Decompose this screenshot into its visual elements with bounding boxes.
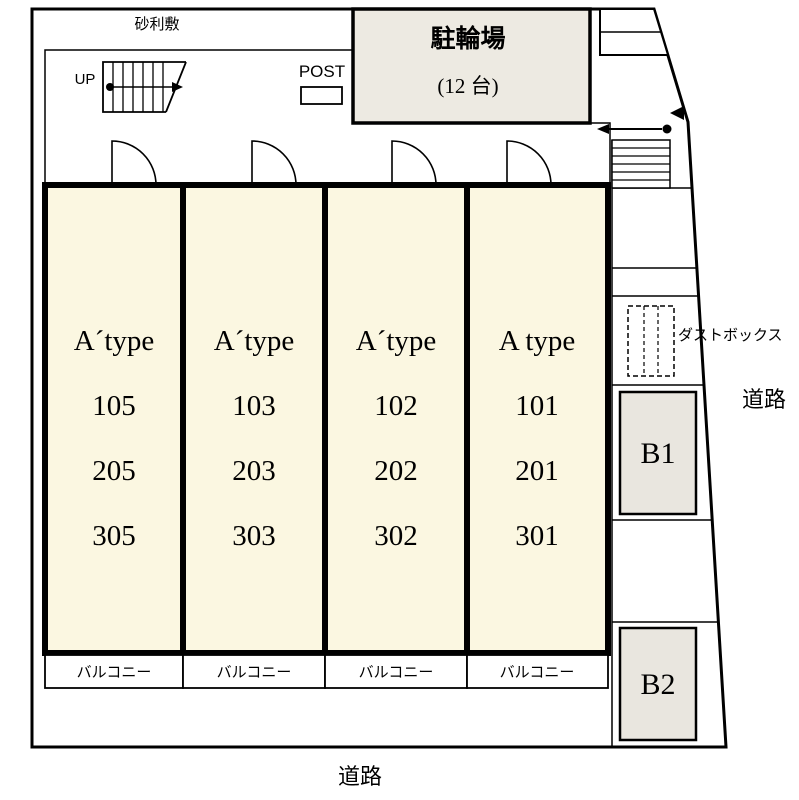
- dust-box-hatch: [643, 306, 659, 376]
- unit-1-type: A´type: [74, 325, 155, 357]
- dust-box-outline: [627, 305, 675, 377]
- balcony-2: [182, 654, 326, 689]
- stairs-arrow-head-icon: [172, 82, 183, 92]
- up-label: UP: [75, 71, 96, 88]
- stairs-right-treads: [612, 147, 670, 181]
- balconies: バルコニー バルコニー バルコニー バルコニー: [44, 654, 609, 689]
- dust-box: ダストボックス: [627, 305, 783, 377]
- parking-b2-box: [618, 626, 698, 742]
- stairs-up: [102, 61, 187, 113]
- parking-space-b2: B2: [618, 626, 698, 742]
- unit-3-type: A´type: [356, 325, 437, 357]
- entrance-arrow-head-icon: [597, 124, 609, 134]
- unit-2: A´type 103 203 303: [214, 325, 295, 552]
- unit-2-room-2: 203: [232, 455, 276, 487]
- unit-1-room-3: 305: [92, 520, 136, 552]
- unit-1-room-2: 205: [92, 455, 136, 487]
- right-service-column: [611, 139, 718, 747]
- road-label-right: 道路: [742, 387, 786, 412]
- balcony-2-label: バルコニー: [217, 665, 292, 681]
- post-label: POST: [299, 62, 345, 81]
- unit-2-room-3: 303: [232, 520, 276, 552]
- unit-divider-walls: [180, 188, 470, 650]
- entrance-arrow: [597, 106, 684, 134]
- unit-2-type: A´type: [214, 325, 295, 357]
- bike-parking-capacity: (12 台): [437, 74, 498, 98]
- unit-4: A type 101 201 301: [499, 325, 576, 552]
- entry-doors: [111, 140, 552, 186]
- parking-b1-box: [618, 390, 698, 516]
- unit-4-room-3: 301: [515, 520, 559, 552]
- unit-4-type: A type: [499, 325, 576, 357]
- door-swing-unit-3: [391, 140, 437, 186]
- post-box: [300, 86, 343, 105]
- balcony-4-label: バルコニー: [500, 665, 575, 681]
- boundary-marker-icon: [670, 106, 684, 120]
- door-swing-unit-4: [506, 140, 552, 186]
- unit-2-room-1: 103: [232, 390, 276, 422]
- balcony-3-label: バルコニー: [359, 665, 434, 681]
- stairs-start-dot-icon: [106, 83, 114, 91]
- parking-b2-label: B2: [640, 668, 675, 701]
- balcony-1: [44, 654, 184, 689]
- unit-4-room-2: 201: [515, 455, 559, 487]
- balcony-3: [324, 654, 468, 689]
- gravel-label: 砂利敷: [134, 15, 179, 33]
- bike-parking-name: 駐輪場: [430, 24, 505, 53]
- unit-3-room-3: 302: [374, 520, 418, 552]
- unit-3-room-2: 202: [374, 455, 418, 487]
- corridor-walls: [44, 49, 611, 185]
- unit-3: A´type 102 202 302: [356, 325, 437, 552]
- bike-parking-box: [351, 7, 592, 125]
- bike-parking: 駐輪場 (12 台): [351, 7, 592, 125]
- balcony-4: [466, 654, 609, 689]
- parking-space-b1: B1: [618, 390, 698, 516]
- entrance-point-dot-icon: [662, 124, 672, 134]
- unit-1: A´type 105 205 305: [74, 325, 155, 552]
- unit-1-room-1: 105: [92, 390, 136, 422]
- unit-4-room-1: 101: [515, 390, 559, 422]
- road-label-bottom: 道路: [338, 764, 382, 789]
- parking-b1-label: B1: [640, 437, 675, 470]
- door-swing-unit-2: [251, 140, 297, 186]
- dust-box-label: ダストボックス: [678, 327, 783, 344]
- entrance-steps: [599, 8, 670, 56]
- balcony-1-label: バルコニー: [77, 665, 152, 681]
- door-swing-unit-1: [111, 140, 157, 186]
- unit-3-room-1: 102: [374, 390, 418, 422]
